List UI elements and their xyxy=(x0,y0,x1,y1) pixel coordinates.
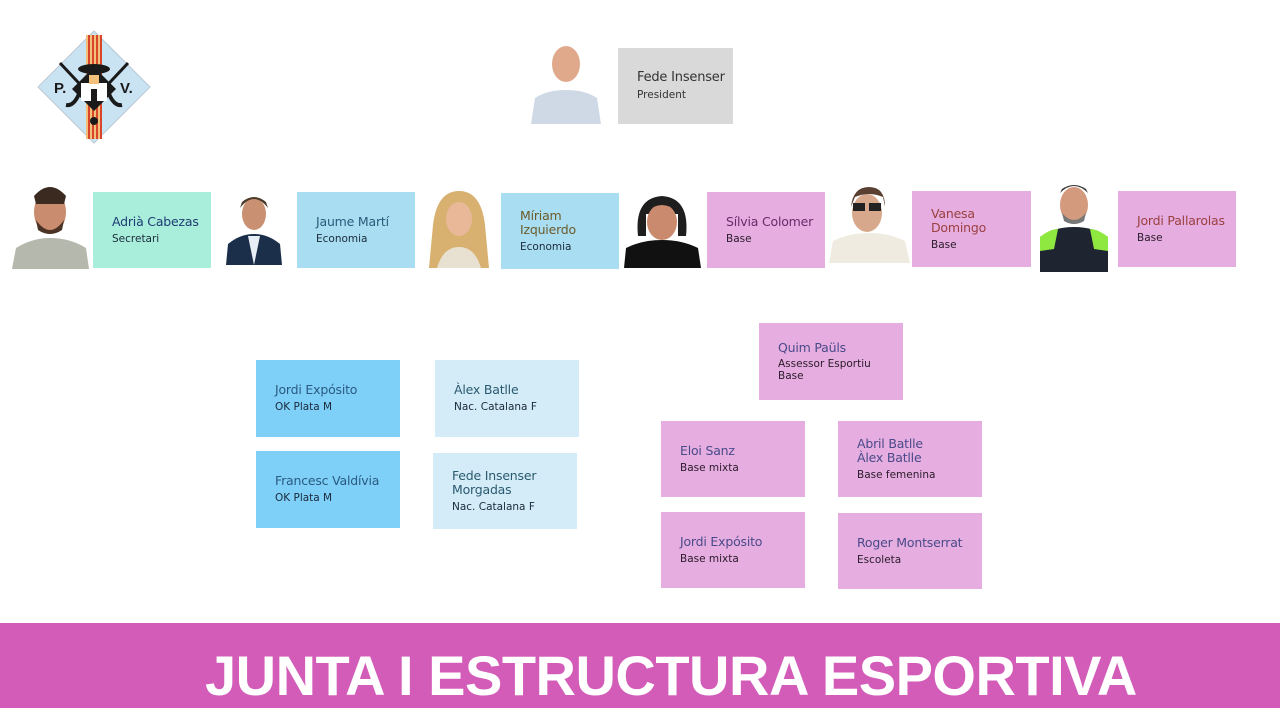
board-photo-4 xyxy=(624,190,701,268)
senior-name-1: Jordi Expósito xyxy=(275,382,358,397)
board-name-1: Adrià Cabezas xyxy=(112,213,199,229)
board-name-3: Míriam Izquierdo xyxy=(520,207,576,237)
base-role-3: Base mixta xyxy=(680,552,739,565)
board-photo-2 xyxy=(226,186,282,265)
board-photo-1 xyxy=(12,178,89,269)
board-name-2: Jaume Martí xyxy=(316,213,389,229)
base-role-1: Base mixta xyxy=(680,461,739,474)
base-name-4: Roger Montserrat xyxy=(857,534,963,550)
base-card-2: Abril Batlle Àlex Batlle Base femenina xyxy=(838,421,982,497)
board-card-3: Míriam Izquierdo Economia xyxy=(501,193,619,269)
page-title: JUNTA I ESTRUCTURA ESPORTIVA xyxy=(205,644,1137,707)
board-role-1: Secretari xyxy=(112,232,160,245)
senior-role-2: Nac. Catalana F xyxy=(454,401,537,413)
board-card-2: Jaume Martí Economia xyxy=(297,192,415,268)
base-name-3: Jordi Expósito xyxy=(680,533,763,549)
board-photo-3 xyxy=(423,185,496,268)
board-role-6: Base xyxy=(1137,231,1163,244)
base-role-4: Escoleta xyxy=(857,553,902,566)
board-card-6: Jordi Pallarolas Base xyxy=(1118,191,1236,267)
club-logo: P. V. xyxy=(36,29,152,145)
logo-letter-v: V. xyxy=(120,80,133,97)
board-role-5: Base xyxy=(931,238,957,251)
president-name: Fede Insenser xyxy=(637,69,725,85)
logo-letter-p: P. xyxy=(54,80,66,97)
senior-card-4: Fede Insenser Morgadas Nac. Catalana F xyxy=(433,453,577,529)
senior-card-3: Francesc Valdívia OK Plata M xyxy=(256,451,400,528)
board-role-3: Economia xyxy=(520,240,572,253)
board-role-2: Economia xyxy=(316,232,368,245)
president-role: President xyxy=(637,88,686,101)
base-card-1: Eloi Sanz Base mixta xyxy=(661,421,805,497)
advisor-role: Assessor Esportiu Base xyxy=(778,358,871,382)
advisor-card: Quim Paüls Assessor Esportiu Base xyxy=(759,323,903,400)
senior-name-3: Francesc Valdívia xyxy=(275,473,380,488)
senior-name-2: Àlex Batlle xyxy=(454,382,519,397)
title-banner xyxy=(0,623,1280,708)
board-role-4: Base xyxy=(726,232,752,245)
senior-role-1: OK Plata M xyxy=(275,401,333,413)
senior-role-3: OK Plata M xyxy=(275,492,333,504)
base-name-2: Abril Batlle Àlex Batlle xyxy=(857,435,923,465)
board-photo-6 xyxy=(1040,177,1108,272)
base-role-2: Base femenina xyxy=(857,468,936,481)
advisor-name: Quim Paüls xyxy=(778,340,846,355)
board-card-1: Adrià Cabezas Secretari xyxy=(93,192,211,268)
president-card: Fede Insenser President xyxy=(618,48,733,124)
senior-card-2: Àlex Batlle Nac. Catalana F xyxy=(435,360,579,437)
board-photo-5 xyxy=(829,183,910,263)
president-photo xyxy=(527,38,605,124)
board-name-6: Jordi Pallarolas xyxy=(1137,212,1225,228)
board-card-5: Vanesa Domingo Base xyxy=(912,191,1031,267)
board-name-5: Vanesa Domingo xyxy=(931,205,987,235)
senior-name-4: Fede Insenser Morgadas xyxy=(452,467,537,497)
senior-card-1: Jordi Expósito OK Plata M xyxy=(256,360,400,437)
base-card-3: Jordi Expósito Base mixta xyxy=(661,512,805,588)
base-name-1: Eloi Sanz xyxy=(680,442,735,458)
senior-role-4: Nac. Catalana F xyxy=(452,500,535,513)
board-name-4: Sílvia Colomer xyxy=(726,213,814,229)
base-card-4: Roger Montserrat Escoleta xyxy=(838,513,982,589)
board-card-4: Sílvia Colomer Base xyxy=(707,192,825,268)
